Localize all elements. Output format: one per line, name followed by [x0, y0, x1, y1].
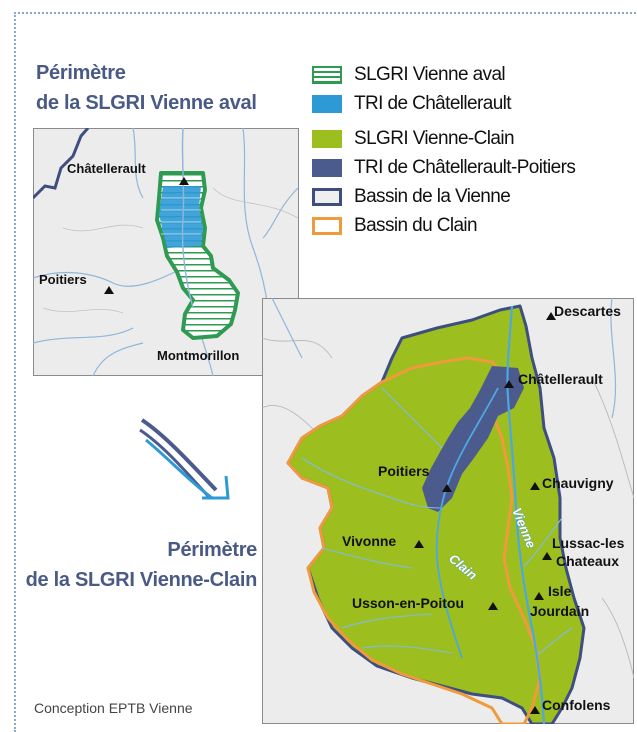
- legend-item-bassin-clain: Bassin du Clain: [312, 211, 632, 240]
- place-chateaux: Chateaux: [556, 553, 619, 569]
- legend-item-bassin-vienne: Bassin de la Vienne: [312, 182, 632, 211]
- arrow-icon: [139, 418, 230, 500]
- title-aval-line1: Périmètre: [36, 62, 126, 84]
- place-marker-icon: [546, 312, 556, 320]
- legend-item-tri-chatellerault-poitiers: TRI de Châtellerault-Poitiers: [312, 153, 632, 182]
- blue-swatch-icon: [312, 94, 342, 113]
- navy-outline-swatch-icon: [312, 187, 342, 206]
- place-marker-icon: [530, 706, 540, 714]
- place-poitiers: Poitiers: [378, 463, 430, 479]
- legend-item-tri-chatellerault: TRI de Châtellerault: [312, 89, 632, 118]
- river-clain: [435, 387, 499, 659]
- place-poitiers: Poitiers: [39, 272, 87, 287]
- legend-label: TRI de Châtellerault-Poitiers: [354, 156, 576, 178]
- green-swatch-icon: [312, 129, 342, 148]
- bassin-clain-outline: [286, 356, 542, 724]
- map-slgri-vienne-clain: Descartes Châtellerault Poitiers Chauvig…: [262, 298, 634, 724]
- place-lussac-les: Lussac-les: [552, 535, 625, 551]
- place-marker-icon: [530, 482, 540, 490]
- legend: SLGRI Vienne aval TRI de Châtellerault S…: [312, 60, 632, 240]
- hatch-green-swatch-icon: [312, 65, 342, 84]
- title-clain-line2: de la SLGRI Vienne-Clain: [25, 569, 258, 591]
- place-jourdain: Jourdain: [530, 603, 589, 619]
- place-marker-icon: [442, 484, 452, 492]
- title-clain-line1: Périmètre: [167, 539, 257, 561]
- place-marker-icon: [504, 380, 514, 388]
- title-slgri-vienne-clain: Périmètre de la SLGRI Vienne-Clain: [0, 535, 258, 595]
- place-montmorillon: Montmorillon: [157, 348, 239, 363]
- admin-boundaries: [42, 187, 299, 314]
- navy-swatch-icon: [312, 158, 342, 177]
- place-vivonne: Vivonne: [342, 533, 396, 549]
- frame-border: [14, 12, 637, 732]
- place-marker-icon: [488, 602, 498, 610]
- place-chatellerault: Châtellerault: [67, 161, 146, 176]
- place-marker-icon: [534, 592, 544, 600]
- place-marker-icon: [414, 540, 424, 548]
- legend-item-slgri-aval: SLGRI Vienne aval: [312, 60, 632, 89]
- place-confolens: Confolens: [542, 697, 611, 713]
- place-usson-en-poitou: Usson-en-Poitou: [352, 595, 464, 611]
- legend-label: TRI de Châtellerault: [354, 92, 512, 114]
- title-aval-line2: de la SLGRI Vienne aval: [36, 92, 257, 114]
- legend-item-slgri-vienne-clain: SLGRI Vienne-Clain: [312, 124, 632, 153]
- place-marker-icon: [542, 552, 552, 560]
- basin-boundary: [33, 128, 90, 200]
- place-chatellerault: Châtellerault: [518, 371, 603, 387]
- tri-chatellerault-area: [159, 186, 203, 248]
- legend-label: SLGRI Vienne-Clain: [354, 127, 515, 149]
- title-slgri-aval: Périmètre de la SLGRI Vienne aval: [36, 58, 257, 118]
- legend-label: SLGRI Vienne aval: [354, 63, 506, 85]
- place-marker-icon: [104, 286, 114, 294]
- map-slgri-vienne-aval: Châtellerault Poitiers Montmorillon: [33, 128, 299, 376]
- legend-label: Bassin du Clain: [354, 214, 478, 236]
- place-isle: Isle: [548, 583, 572, 599]
- credit-text: Conception EPTB Vienne: [34, 700, 193, 716]
- orange-outline-swatch-icon: [312, 216, 342, 235]
- place-marker-icon: [179, 177, 189, 185]
- legend-label: Bassin de la Vienne: [354, 185, 511, 207]
- place-descartes: Descartes: [554, 303, 621, 319]
- tri-chatellerault-poitiers-area: [422, 366, 524, 512]
- place-chauvigny: Chauvigny: [542, 475, 614, 491]
- river-vienne: [506, 305, 546, 724]
